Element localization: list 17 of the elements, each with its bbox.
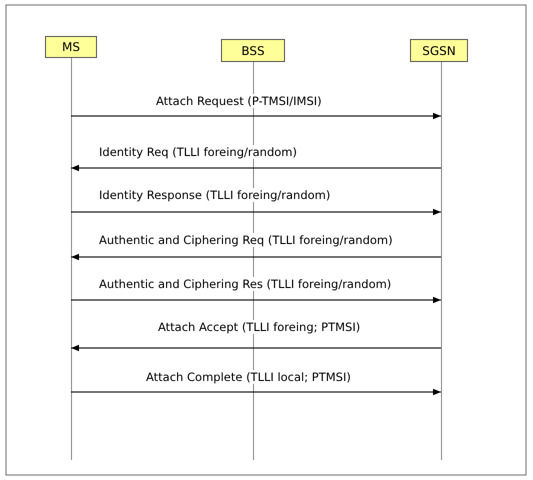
message-label: Attach Complete (TLLI local; PTMSI): [145, 370, 352, 384]
message-arrow: [70, 208, 442, 216]
participant-box: MS: [45, 36, 97, 58]
message-label: Identity Response (TLLI foreing/random): [98, 188, 332, 202]
message-label: Attach Request (P-TMSI/IMSI): [155, 94, 323, 108]
message-arrow: [70, 344, 442, 352]
message-label: Identity Req (TLLI foreing/random): [98, 145, 298, 159]
message-arrow: [70, 164, 442, 172]
participant-box: BSS: [221, 39, 285, 62]
message-arrow: [70, 112, 442, 120]
message-arrow: [70, 296, 442, 304]
message-label: Attach Accept (TLLI foreing; PTMSI): [157, 320, 362, 334]
message-label: Authentic and Ciphering Req (TLLI foreing/random): [98, 233, 394, 247]
participant-box: SGSN: [410, 39, 468, 62]
message-arrow: [70, 254, 442, 260]
message-arrow: [70, 388, 442, 396]
message-label: Authentic and Ciphering Res (TLLI foreing/random): [98, 277, 392, 291]
